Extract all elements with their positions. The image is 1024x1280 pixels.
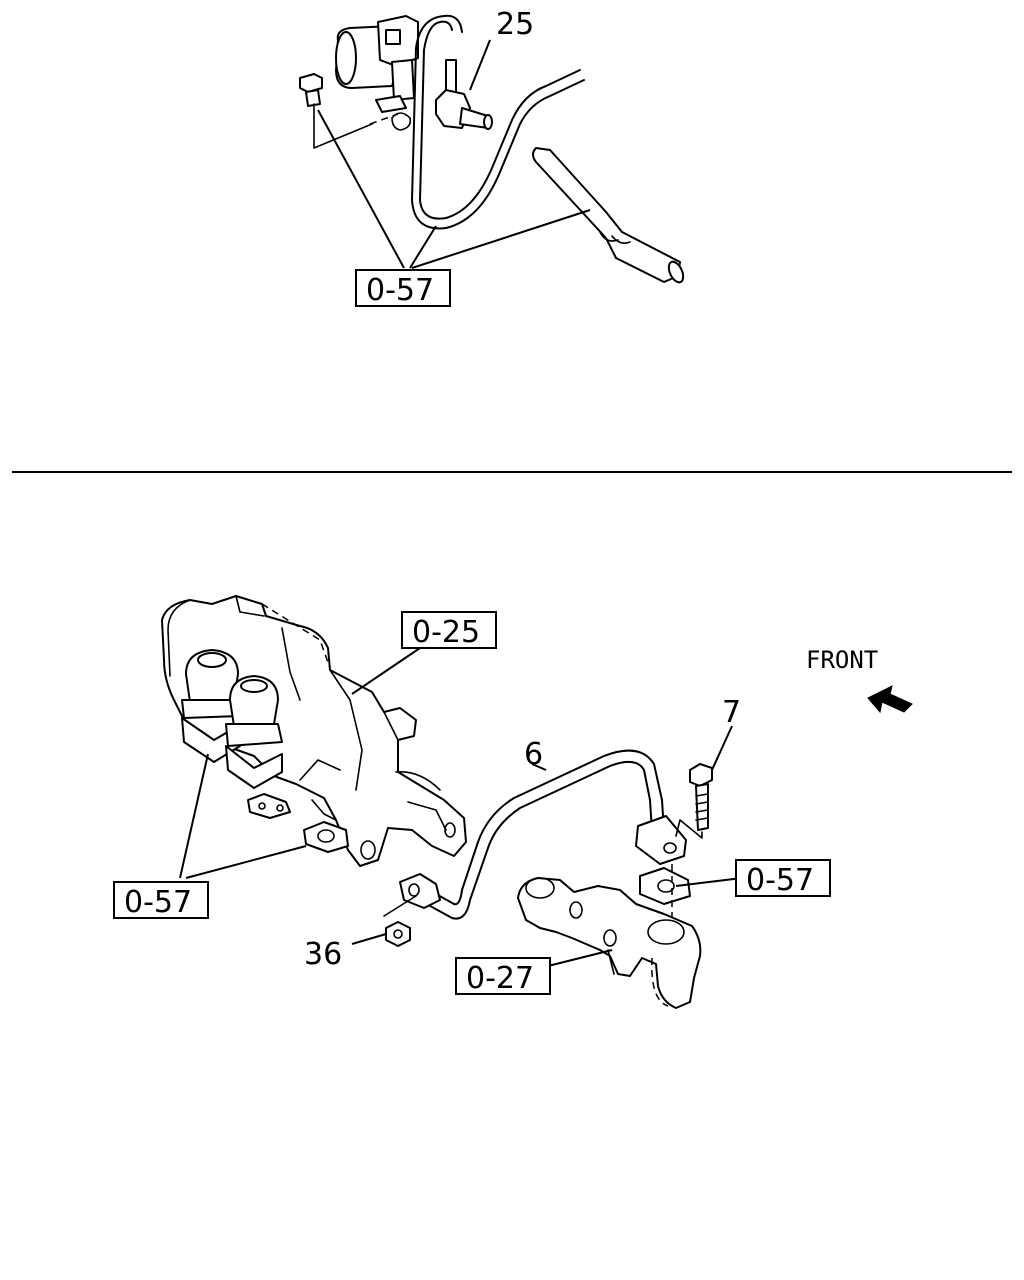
callout-6: 6 — [524, 737, 543, 772]
reference-box-left[interactable]: 0-57 — [113, 881, 209, 920]
callout-36: 36 — [304, 937, 342, 972]
callout-7: 7 — [722, 695, 741, 730]
reference-label-top: 0-57 — [366, 273, 434, 308]
arrow-front-icon — [867, 685, 913, 714]
reference-label-exhaust: 0-27 — [466, 961, 534, 996]
vacuum-hose — [419, 20, 581, 220]
egr-valve-right — [225, 675, 283, 789]
reference-box-top[interactable]: 0-57 — [355, 269, 451, 308]
top-assembly — [299, 14, 685, 284]
exhaust-manifold — [517, 877, 702, 1009]
vacuum-regulator — [435, 59, 493, 130]
reference-label-manifold: 0-25 — [412, 615, 480, 650]
reference-box-manifold[interactable]: 0-25 — [401, 611, 497, 650]
nut-36 — [385, 921, 411, 947]
bolt-top — [299, 73, 323, 107]
hose-right — [532, 147, 685, 284]
intake-manifold — [161, 595, 467, 867]
reference-label-right: 0-57 — [746, 863, 814, 898]
reference-label-left: 0-57 — [124, 885, 192, 920]
bolt-7 — [689, 763, 713, 831]
reference-box-right[interactable]: 0-57 — [735, 859, 831, 898]
callout-25: 25 — [496, 7, 534, 42]
front-label: FRONT — [806, 646, 878, 674]
reference-box-exhaust[interactable]: 0-27 — [455, 957, 551, 996]
solenoid-valve — [335, 15, 419, 131]
bottom-assembly — [161, 595, 743, 1009]
